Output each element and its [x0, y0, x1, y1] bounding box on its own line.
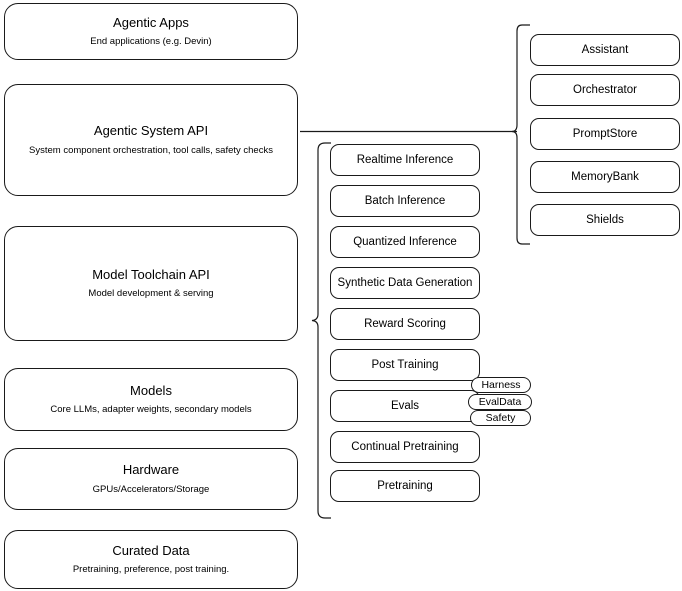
toolchain-item-continual-pretraining[interactable]: Continual Pretraining: [330, 431, 480, 463]
toolchain-item-quantized-inference[interactable]: Quantized Inference: [330, 226, 480, 258]
layer-title: Model Toolchain API: [92, 266, 210, 282]
toolchain-item-pretraining[interactable]: Pretraining: [330, 470, 480, 502]
layer-subtitle: System component orchestration, tool cal…: [29, 144, 273, 156]
layer-subtitle: GPUs/Accelerators/Storage: [92, 483, 210, 495]
layer-agentic-system-api[interactable]: Agentic System API System component orch…: [4, 84, 298, 196]
layer-subtitle: Pretraining, preference, post training.: [72, 564, 230, 576]
toolchain-item-reward-scoring[interactable]: Reward Scoring: [330, 308, 480, 340]
layer-title: Agentic Apps: [113, 14, 189, 30]
agentic-item-label: Orchestrator: [573, 83, 637, 96]
agentic-item-label: MemoryBank: [571, 170, 639, 183]
toolchain-item-label: Synthetic Data Generation: [337, 276, 473, 289]
agentic-item-promptstore[interactable]: PromptStore: [530, 118, 680, 150]
toolchain-item-label: Reward Scoring: [364, 317, 446, 330]
toolchain-item-label: Batch Inference: [364, 194, 446, 207]
toolchain-item-label: Pretraining: [377, 479, 433, 492]
layer-title: Hardware: [122, 462, 180, 478]
layer-agentic-apps[interactable]: Agentic Apps End applications (e.g. Devi…: [4, 3, 298, 60]
toolchain-item-realtime-inference[interactable]: Realtime Inference: [330, 144, 480, 176]
agentic-item-assistant[interactable]: Assistant: [530, 34, 680, 66]
layer-title: Curated Data: [112, 542, 190, 558]
layer-curated-data[interactable]: Curated Data Pretraining, preference, po…: [4, 530, 298, 589]
toolchain-item-label: Evals: [390, 399, 420, 412]
layer-hardware[interactable]: Hardware GPUs/Accelerators/Storage: [4, 448, 298, 510]
eval-subcomponent-harness[interactable]: Harness: [471, 377, 531, 393]
eval-subcomponent-label: Harness: [481, 379, 521, 391]
agentic-item-label: Assistant: [581, 43, 629, 56]
toolchain-item-batch-inference[interactable]: Batch Inference: [330, 185, 480, 217]
toolchain-bracket: [311, 142, 331, 519]
toolchain-item-post-training[interactable]: Post Training: [330, 349, 480, 381]
agentic-item-orchestrator[interactable]: Orchestrator: [530, 74, 680, 106]
layer-subtitle: End applications (e.g. Devin): [90, 36, 212, 48]
layer-title: Agentic System API: [93, 123, 209, 139]
layer-subtitle: Core LLMs, adapter weights, secondary mo…: [50, 404, 252, 416]
agentic-item-label: Shields: [586, 213, 624, 226]
agentic-item-memorybank[interactable]: MemoryBank: [530, 161, 680, 193]
agentic-item-label: PromptStore: [572, 127, 638, 140]
agentic-item-shields[interactable]: Shields: [530, 204, 680, 236]
toolchain-item-label: Realtime Inference: [356, 153, 454, 166]
toolchain-item-label: Continual Pretraining: [351, 440, 459, 453]
toolchain-item-evals[interactable]: Evals: [330, 390, 480, 422]
eval-subcomponent-label: EvalData: [478, 396, 522, 408]
layer-title: Models: [130, 382, 172, 398]
layer-model-toolchain-api[interactable]: Model Toolchain API Model development & …: [4, 226, 298, 341]
toolchain-item-label: Post Training: [371, 358, 439, 371]
toolchain-item-synthetic-data-generation[interactable]: Synthetic Data Generation: [330, 267, 480, 299]
toolchain-item-label: Quantized Inference: [353, 235, 457, 248]
agentic-bracket: [511, 24, 530, 245]
eval-subcomponent-evaldata[interactable]: EvalData: [468, 394, 532, 410]
eval-subcomponent-safety[interactable]: Safety: [470, 410, 531, 426]
eval-subcomponent-label: Safety: [485, 412, 516, 424]
layer-models[interactable]: Models Core LLMs, adapter weights, secon…: [4, 368, 298, 431]
layer-subtitle: Model development & serving: [88, 288, 214, 300]
